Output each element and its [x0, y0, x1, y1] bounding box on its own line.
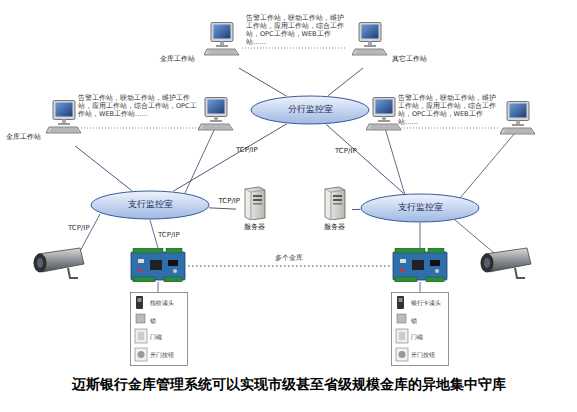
device-label: 开门按钮: [411, 352, 447, 359]
workstation-node: 金库工作站: [160, 22, 240, 68]
node-label: 金库工作站: [6, 133, 41, 142]
camera-icon: [34, 248, 84, 278]
workstation-icon: [500, 102, 535, 135]
network-link: [328, 68, 363, 96]
door-device-panel: [131, 293, 188, 366]
monitor-room-ellipse: 支行监控室: [360, 193, 480, 223]
device-label: 门磁: [411, 334, 447, 341]
controller-board: [131, 248, 185, 282]
node-label: 服务器: [226, 222, 282, 232]
workstation-icon: [204, 22, 240, 56]
server-icon: [242, 186, 266, 220]
network-link: [173, 124, 286, 191]
ellipse-shape: [361, 194, 479, 222]
dotted-rule: [75, 48, 500, 128]
network-link: [326, 124, 404, 193]
icon-use: [46, 101, 81, 134]
leader-lines: [78, 128, 515, 292]
network-link: [239, 68, 287, 96]
icon-use: [204, 23, 239, 56]
network-label: TCP/IP: [68, 224, 108, 233]
node-label: 其它工作站: [392, 55, 427, 64]
server-icon: [322, 186, 346, 220]
camera-icon: [481, 248, 531, 278]
link-label: TCP/IP: [236, 146, 258, 154]
network-link: [352, 209, 360, 210]
device-label: 银行卡读头: [411, 300, 449, 307]
network-label: 多个金库: [275, 254, 325, 263]
icon-use: [352, 23, 387, 56]
icon-use: [325, 187, 345, 220]
icon-use: [245, 187, 265, 220]
node-title: 支行监控室: [360, 202, 480, 214]
caption: 迈斯银行金库管理系统可以实现市级甚至省级规模金库的异地集中守库: [0, 376, 577, 394]
workstation-node: 其它工作站: [352, 22, 432, 68]
network-label: TCP/IP: [158, 231, 198, 240]
workstation-icon: [352, 22, 388, 56]
door-device-panel: [392, 293, 449, 366]
node-title: 分行监控室: [250, 104, 370, 116]
link-label: TCP/IP: [335, 147, 357, 155]
workstation-icon: [46, 100, 82, 134]
node-title: 支行监控室: [90, 199, 210, 211]
workstation-list-note: 告警工作站，联动工作站，维护工作站，应用工作站，综合工作站，OPC工作站，WEB…: [398, 94, 498, 127]
dotted-link: [188, 266, 392, 267]
node-label: 服务器: [306, 222, 362, 232]
monitor-room-ellipse: 支行监控室: [90, 190, 210, 220]
device-label: 门磁: [150, 334, 186, 341]
ellipse-shape: [251, 96, 369, 124]
server-node: 服务器: [236, 186, 272, 234]
workstation-list-note: 告警工作站，联动工作站，维护工作站，应用工作站，综合工作站，OPC工作站，WEB…: [78, 94, 198, 118]
controller-board: [393, 248, 447, 282]
workstation-icon: [198, 98, 233, 131]
workstation-node: 金库工作站: [6, 100, 86, 146]
device-label: 指纹读头: [150, 300, 186, 307]
device-label: 锁: [150, 318, 186, 325]
device-label: 锁: [411, 318, 447, 325]
network-link: [209, 208, 236, 209]
network-link: [75, 146, 132, 191]
node-label: 金库工作站: [160, 55, 195, 64]
monitor-room-ellipse: 分行监控室: [250, 95, 370, 125]
device-label: 开门按钮: [150, 352, 186, 359]
server-node: 服务器: [316, 186, 352, 234]
ellipse-shape: [91, 191, 209, 219]
link-label: TCP/IP: [218, 197, 240, 205]
workstation-icon: [366, 98, 401, 131]
workstation-list-note: 告警工作站，联动工作站，维护工作站，应用工作站，综合工作站，OPC工作站，WEB…: [246, 14, 346, 47]
